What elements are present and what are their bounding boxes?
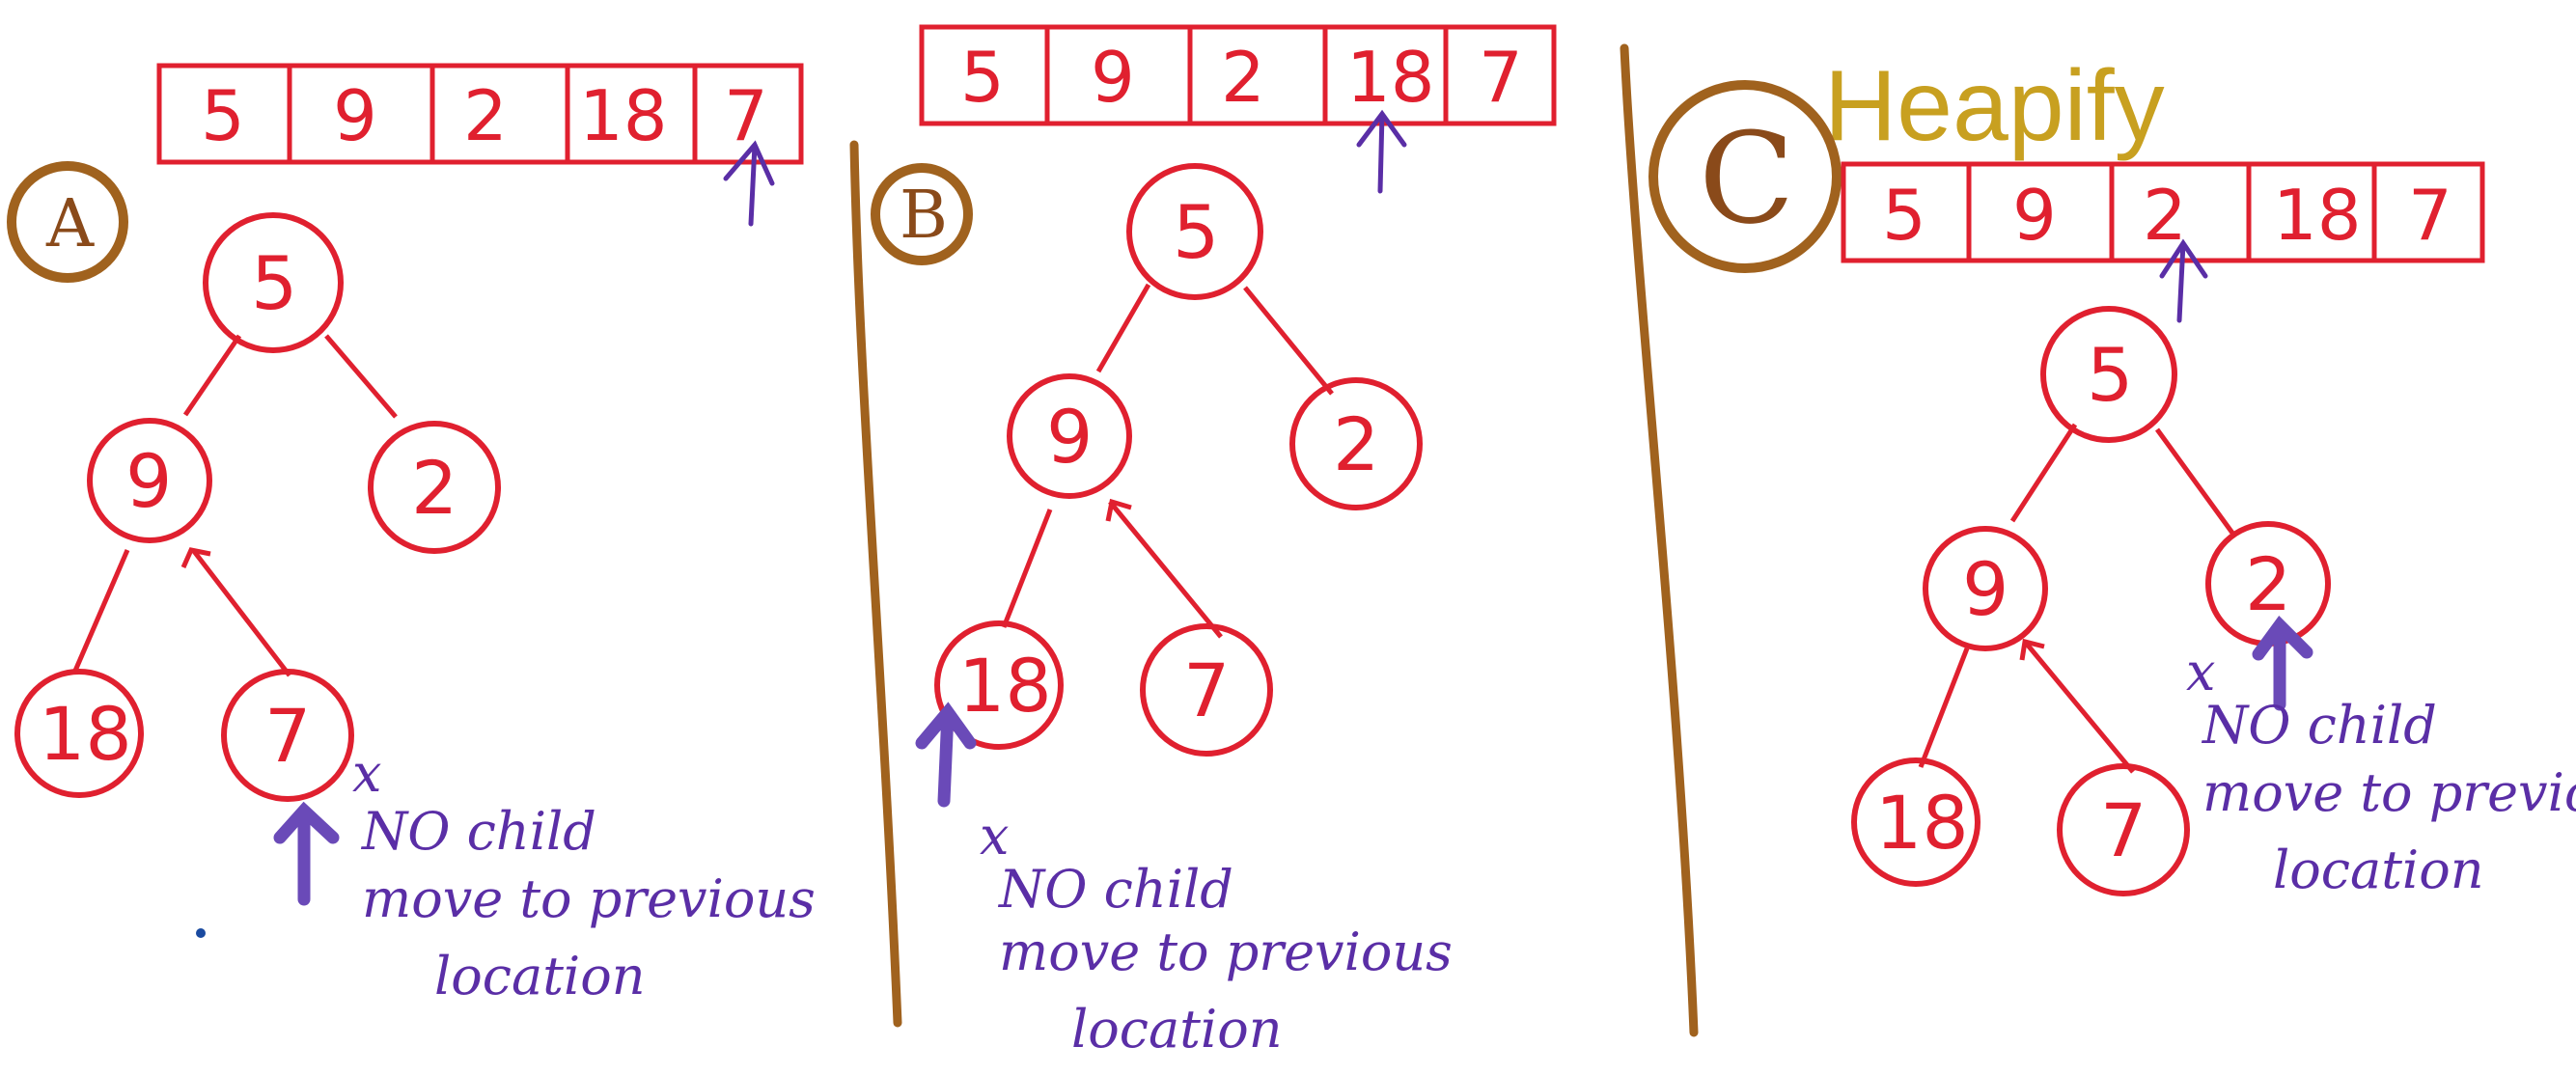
array-value: 18 — [2273, 175, 2362, 256]
tree-node-value: 5 — [1173, 189, 1219, 275]
tree-node-value: 9 — [1046, 394, 1093, 480]
tree-node-value: 9 — [125, 438, 172, 524]
note-line-2: move to previous — [2202, 762, 2576, 823]
tree-node-value: 2 — [2245, 541, 2291, 627]
tree-edge-arrowhead — [2019, 638, 2045, 661]
tree-edge — [1918, 647, 1970, 768]
tree-edge — [2154, 427, 2237, 537]
tree-node-value: 7 — [2100, 787, 2147, 873]
tree-node-value: 18 — [39, 691, 132, 777]
panel-c-label: C — [1699, 105, 1794, 252]
tree-node-value: 9 — [1962, 546, 2008, 632]
tree-edge — [1243, 286, 1334, 396]
tree-edge-arrowhead — [1105, 498, 1132, 522]
array-value: 9 — [1091, 37, 1135, 118]
panel-b-array: 5 9 2 18 7 — [919, 24, 1557, 126]
array-value: 18 — [579, 75, 668, 156]
tree-node — [368, 421, 501, 554]
cross-mark: x — [980, 806, 1009, 867]
note-line-3: location — [2273, 840, 2483, 900]
node-pointer-arrow — [273, 801, 340, 906]
tree-edge — [72, 549, 130, 672]
node-pointer-arrow — [2252, 616, 2313, 711]
tree-node — [1140, 623, 1273, 757]
panel-c-label-circle — [1648, 80, 1842, 273]
tree-node-value: 5 — [251, 240, 297, 326]
array-value: 9 — [333, 75, 377, 156]
tree-node — [2057, 763, 2190, 896]
tree-node — [203, 212, 344, 353]
tree-edge — [182, 334, 242, 417]
tree-node-value: 2 — [1333, 401, 1379, 487]
array-value: 7 — [2408, 175, 2452, 256]
cross-mark: x — [352, 743, 381, 804]
array-value: 5 — [201, 75, 245, 156]
array-cell — [1443, 24, 1557, 126]
array-value: 5 — [1882, 175, 1926, 256]
tree-edge-arrowhead — [180, 547, 211, 569]
panel-a: A 5 9 2 18 7 5 9 2 18 7 — [7, 63, 816, 1006]
tree-node — [221, 669, 354, 802]
tree-node-value: 5 — [2087, 332, 2133, 418]
array-value: 2 — [463, 75, 508, 156]
tree-node — [1289, 377, 1423, 510]
note-line-2: move to previous — [362, 868, 816, 929]
array-value: 7 — [724, 75, 768, 156]
panel-c: C 5 9 2 18 7 5 9 2 18 7 x NO chil — [1648, 80, 2576, 900]
array-value: 9 — [2012, 175, 2057, 256]
panel-c-array: 5 9 2 18 7 — [1841, 161, 2485, 263]
array-value: 2 — [2143, 175, 2187, 256]
tree-edge — [191, 548, 291, 677]
note-line-3: location — [1071, 999, 1282, 1060]
panel-b-label-circle — [871, 163, 973, 265]
panel-b-label: B — [900, 178, 948, 254]
array-cell — [692, 63, 804, 165]
tree-node — [14, 669, 144, 798]
tree-node — [1851, 757, 1980, 887]
divider-line-2 — [1620, 43, 1699, 1037]
tree-node-value: 18 — [958, 643, 1052, 729]
tree-edge — [2009, 423, 2078, 523]
note-line-1: NO child — [997, 859, 1233, 920]
tree-node — [87, 418, 212, 543]
panel-a-label: A — [45, 186, 95, 262]
panel-b: B 5 9 2 18 7 5 9 2 18 7 x NO chil — [871, 24, 1557, 1060]
note-line-1: NO child — [2201, 695, 2437, 756]
array-value: 2 — [1221, 37, 1265, 118]
tree-node-value: 18 — [1875, 780, 1969, 866]
heapify-title: Heapify — [1824, 50, 2165, 162]
tree-node — [934, 620, 1064, 750]
divider-line-1 — [849, 140, 902, 1028]
tree-edge — [1095, 283, 1151, 373]
tree-edge — [2023, 640, 2135, 774]
note-line-2: move to previous — [999, 922, 1453, 982]
note-line-3: location — [434, 946, 645, 1006]
array-pointer-arrow — [723, 140, 775, 227]
tree-node-value: 7 — [1183, 647, 1230, 733]
node-pointer-arrow — [915, 702, 977, 808]
note-line-1: NO child — [360, 801, 596, 862]
array-pointer-arrow — [1356, 109, 1407, 194]
tree-node-value: 2 — [411, 445, 457, 531]
array-value: 7 — [1479, 37, 1523, 118]
panel-a-label-circle — [7, 161, 128, 283]
tree-node — [2040, 306, 2177, 443]
tree-node — [1007, 373, 1132, 499]
ink-dot — [196, 928, 206, 938]
tree-node-value: 7 — [264, 693, 311, 779]
array-pointer-arrow — [2159, 238, 2208, 323]
array-value: 18 — [1346, 37, 1435, 118]
tree-node — [1126, 163, 1263, 300]
panel-a-array: 5 9 2 18 7 — [156, 63, 804, 165]
tree-node — [1923, 526, 2048, 651]
tree-edge — [1001, 509, 1053, 628]
tree-edge — [324, 334, 398, 419]
array-cell — [2371, 161, 2485, 263]
array-value: 5 — [960, 37, 1005, 118]
cross-mark: x — [2186, 642, 2215, 702]
tree-edge — [1108, 500, 1223, 639]
